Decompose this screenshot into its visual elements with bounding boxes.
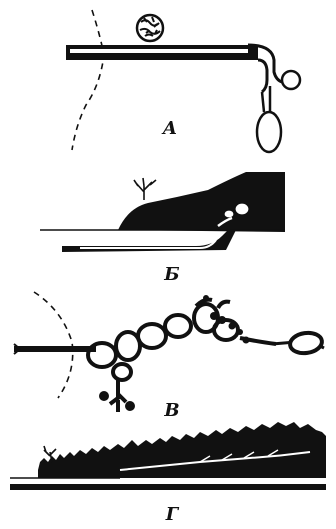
- panel-label-v: В: [163, 400, 179, 421]
- shrub-icon: [134, 178, 156, 200]
- panel-label-b: Б: [163, 264, 179, 285]
- soil-band: [38, 422, 326, 478]
- panel-a: А: [66, 10, 300, 152]
- panel-label-g: Г: [165, 504, 180, 525]
- panel-v: В: [14, 292, 324, 421]
- panel-g: Г: [10, 422, 326, 525]
- panel-label-a: А: [161, 118, 178, 139]
- panel-b: Б: [40, 172, 285, 285]
- boundary-dashed-curve: [72, 10, 104, 150]
- hanging-branch: [101, 380, 133, 412]
- terminal-swelling: [289, 331, 323, 355]
- boundary-dashed-curve-v: [34, 292, 73, 398]
- fruiting-body-icon: [137, 15, 163, 41]
- hypha-rod-g: [10, 484, 326, 490]
- hypha-network-main: [14, 346, 96, 352]
